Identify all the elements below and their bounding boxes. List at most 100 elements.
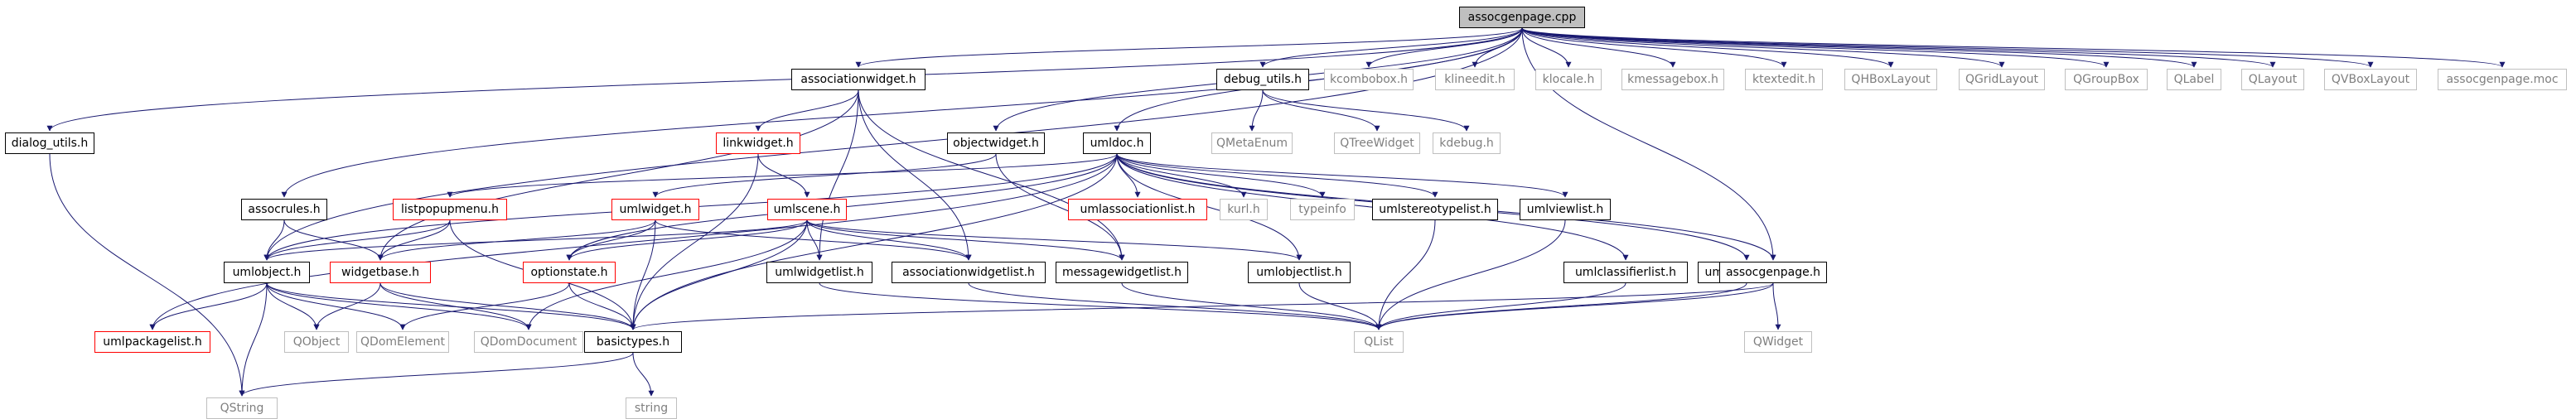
edge-widgetbase-to-basictypes	[379, 282, 636, 330]
edge-root-to-qhboxlayout	[1521, 27, 1894, 68]
edge-umlwidget-to-widgetbase	[377, 219, 656, 261]
edge-assocgenpage-h-to-basictypes	[630, 282, 1774, 330]
node-qhboxlayout[interactable]: QHBoxLayout	[1844, 69, 1937, 90]
node-klocale[interactable]: klocale.h	[1535, 69, 1602, 90]
node-dialog-utils[interactable]: dialog_utils.h	[5, 132, 94, 154]
edge-umldoc-to-umlclassifierlist	[1116, 153, 1629, 261]
node-qgridlayout[interactable]: QGridLayout	[1959, 69, 2045, 90]
node-listpopupmenu[interactable]: listpopupmenu.h	[393, 199, 507, 220]
edge-umlwidgetlist-to-qlist	[819, 282, 1382, 330]
edge-optionstate-to-basictypes	[568, 282, 636, 330]
edge-umldoc-to-umlviewlist	[1116, 153, 1568, 198]
edge-associationwidget-to-widgetbase	[377, 89, 859, 261]
edge-umlobject-to-basictypes	[266, 282, 636, 330]
node-umldoc[interactable]: umldoc.h	[1083, 132, 1151, 154]
edge-optionstate-to-qdomelement	[399, 282, 570, 330]
edge-basictypes-to-string	[632, 352, 655, 397]
node-qlayout[interactable]: QLayout	[2241, 69, 2304, 90]
node-umlwidget[interactable]: umlwidget.h	[611, 199, 699, 220]
node-qlabel[interactable]: QLabel	[2167, 69, 2221, 90]
node-qmetaenum[interactable]: QMetaEnum	[1211, 132, 1293, 154]
node-assocgenpage-h[interactable]: assocgenpage.h	[1719, 262, 1827, 283]
node-kcombobox[interactable]: kcombobox.h	[1324, 69, 1414, 90]
node-debug-utils[interactable]: debug_utils.h	[1216, 69, 1309, 90]
node-typeinfo[interactable]: typeinfo	[1290, 199, 1355, 220]
node-assocrules[interactable]: assocrules.h	[241, 199, 327, 220]
edge-umlobject-to-umlpackagelist	[149, 282, 268, 330]
node-string[interactable]: string	[626, 397, 677, 419]
node-qstring[interactable]: QString	[206, 397, 278, 419]
node-optionstate[interactable]: optionstate.h	[523, 262, 616, 283]
edge-listpopupmenu-to-umlobject	[263, 219, 451, 261]
node-umlscene[interactable]: umlscene.h	[767, 199, 847, 220]
edge-umldoc-to-typeinfo	[1116, 153, 1326, 198]
edge-basictypes-to-qstring	[239, 352, 634, 397]
node-umlobject[interactable]: umlobject.h	[224, 262, 310, 283]
node-assocgenpage-moc[interactable]: assocgenpage.moc	[2438, 69, 2567, 90]
node-qdomelement[interactable]: QDomElement	[356, 331, 449, 353]
node-qtreewidget[interactable]: QTreeWidget	[1334, 132, 1420, 154]
node-ktextedit[interactable]: ktextedit.h	[1745, 69, 1823, 90]
edge-associationwidget-to-associationwidgetlist	[858, 89, 972, 261]
node-umlwidgetlist[interactable]: umlwidgetlist.h	[766, 262, 872, 283]
edge-umldoc-to-umlpackagelist	[149, 153, 1118, 330]
edge-umlwidget-to-associationwidgetlist	[655, 219, 972, 261]
node-kdebug[interactable]: kdebug.h	[1433, 132, 1501, 154]
node-root: assocgenpage.cpp	[1459, 7, 1585, 28]
node-kmessagebox[interactable]: kmessagebox.h	[1621, 69, 1724, 90]
edge-linkwidget-to-basictypes	[630, 153, 759, 330]
node-objectwidget[interactable]: objectwidget.h	[947, 132, 1045, 154]
node-qgroupbox[interactable]: QGroupBox	[2065, 69, 2148, 90]
node-qlist[interactable]: QList	[1354, 331, 1404, 353]
node-qobject[interactable]: QObject	[284, 331, 349, 353]
node-qvboxlayout[interactable]: QVBoxLayout	[2324, 69, 2417, 90]
node-associationwidget[interactable]: associationwidget.h	[791, 69, 926, 90]
node-umlclassifierlist[interactable]: umlclassifierlist.h	[1563, 262, 1688, 283]
node-umlstereotypelist[interactable]: umlstereotypelist.h	[1372, 199, 1498, 220]
node-kurl[interactable]: kurl.h	[1220, 199, 1268, 220]
edge-widgetbase-to-qobject	[313, 282, 381, 330]
node-associationwidgetlist[interactable]: associationwidgetlist.h	[892, 262, 1046, 283]
node-basictypes[interactable]: basictypes.h	[584, 331, 682, 353]
node-linkwidget[interactable]: linkwidget.h	[716, 132, 800, 154]
node-qdomdocument[interactable]: QDomDocument	[474, 331, 583, 353]
edge-debug-utils-to-qtreewidget	[1262, 89, 1380, 132]
edge-umlclassifierlist-to-qlist	[1375, 282, 1626, 330]
edge-associationwidget-to-messagewidgetlist	[858, 89, 1125, 261]
edge-widgetbase-to-qdomdocument	[379, 282, 532, 330]
edge-root-to-qgroupbox	[1521, 27, 2110, 68]
node-umlassociationlist[interactable]: umlassociationlist.h	[1068, 199, 1207, 220]
edge-root-to-kmessagebox	[1521, 27, 1676, 68]
edge-umlobject-to-qobject	[266, 282, 320, 330]
edge-associationwidget-to-linkwidget	[755, 89, 859, 132]
edge-umlviewlist-to-qlist	[1375, 219, 1566, 330]
edge-root-to-assocgenpage-moc	[1521, 27, 2506, 68]
edge-root-to-kcombobox	[1365, 27, 1523, 68]
edge-associationwidget-to-umlwidgetlist	[816, 89, 859, 261]
node-messagewidgetlist[interactable]: messagewidgetlist.h	[1056, 262, 1188, 283]
edge-root-to-assocrules	[281, 27, 1523, 198]
edge-messagewidgetlist-to-qlist	[1121, 282, 1382, 330]
node-umlpackagelist[interactable]: umlpackagelist.h	[94, 331, 210, 353]
edge-assocgenpage-h-to-qwidget	[1772, 282, 1781, 330]
edge-umlwidget-to-basictypes	[630, 219, 656, 330]
edge-umlentitylist-to-qlist	[1375, 282, 1747, 330]
node-klineedit[interactable]: klineedit.h	[1435, 69, 1515, 90]
edge-root-to-debug-utils	[1259, 27, 1523, 68]
edge-listpopupmenu-to-widgetbase	[377, 219, 451, 261]
node-umlobjectlist[interactable]: umlobjectlist.h	[1248, 262, 1351, 283]
node-qwidget[interactable]: QWidget	[1744, 331, 1812, 353]
edge-umlobject-to-qdomelement	[266, 282, 406, 330]
edge-root-to-qlabel	[1521, 27, 2197, 68]
edge-umlscene-to-messagewidgetlist	[806, 219, 1125, 261]
edge-umlstereotypelist-to-qlist	[1375, 219, 1436, 330]
edge-root-to-qvboxlayout	[1521, 27, 2374, 68]
node-widgetbase[interactable]: widgetbase.h	[330, 262, 431, 283]
node-umlviewlist[interactable]: umlviewlist.h	[1520, 199, 1611, 220]
edge-umlscene-to-umlwidgetlist	[806, 219, 823, 261]
edge-root-to-klocale	[1521, 27, 1572, 68]
edge-root-to-qgridlayout	[1521, 27, 2005, 68]
edge-umlscene-to-associationwidgetlist	[806, 219, 972, 261]
edge-root-to-ktextedit	[1521, 27, 1787, 68]
edge-associationwidgetlist-to-qlist	[968, 282, 1382, 330]
